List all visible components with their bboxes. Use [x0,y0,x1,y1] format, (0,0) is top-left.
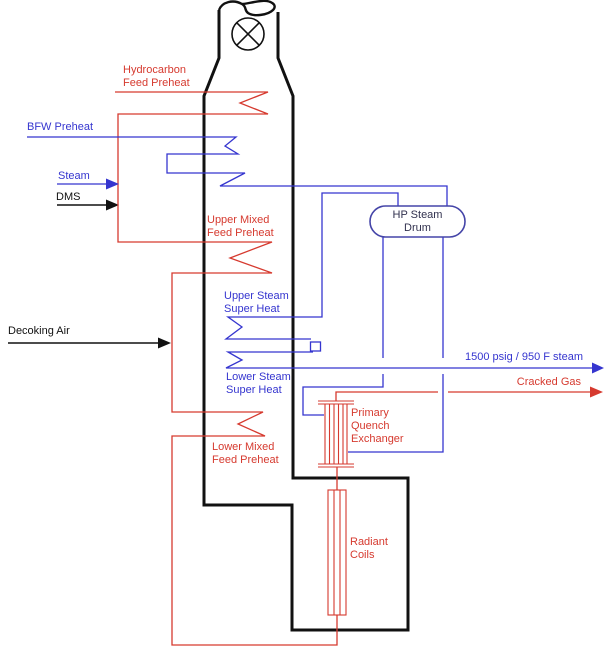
decoking-air-arrow [8,337,171,349]
label-lower-mixed-feed-preheat: Lower Mixed Feed Preheat [212,441,279,466]
label-steam: Steam [58,170,90,182]
label-hydrocarbon-feed-preheat: Hydrocarbon Feed Preheat [123,64,190,89]
furnace-wall-path [202,10,410,632]
bfw-line-path [27,136,448,206]
stack-damper-icon [231,17,265,51]
drum-downcomer-line [302,237,384,416]
quench-riser-line [348,237,444,453]
furnace-outline [202,0,410,632]
label-upper-mixed-feed-preheat: Upper Mixed Feed Preheat [207,214,274,239]
label-cracked-gas: Cracked Gas [516,376,581,388]
label-hp-steam-drum: HP Steam Drum [392,209,443,234]
cracked-gas-line [335,386,603,401]
feed-line-path [115,91,338,646]
label-steam-header: 1500 psig / 950 F steam [464,351,583,363]
label-lower-steam-super-heat: Lower Steam Super Heat [226,371,291,396]
label-bfw-preheat: BFW Preheat [27,121,94,133]
label-dms: DMS [56,191,81,203]
label-primary-quench-exchanger: Primary Quench Exchanger [351,407,404,445]
stack-open-top [217,0,276,17]
label-decoking-air: Decoking Air [8,325,70,337]
upper-superheat-path [224,192,399,340]
steam-arrow [57,178,119,190]
radiant-coils-bundle [327,489,347,616]
label-radiant-coils: Radiant Coils [350,536,388,561]
label-upper-steam-super-heat: Upper Steam Super Heat [224,290,289,315]
primary-quench-exchanger-bundle [318,400,354,468]
hp-steam-drum-vessel [369,205,466,238]
dms-arrow [57,199,119,211]
crossover-node [309,341,322,352]
lower-superheat-path [225,351,592,369]
steam-header-arrowhead [592,362,604,374]
